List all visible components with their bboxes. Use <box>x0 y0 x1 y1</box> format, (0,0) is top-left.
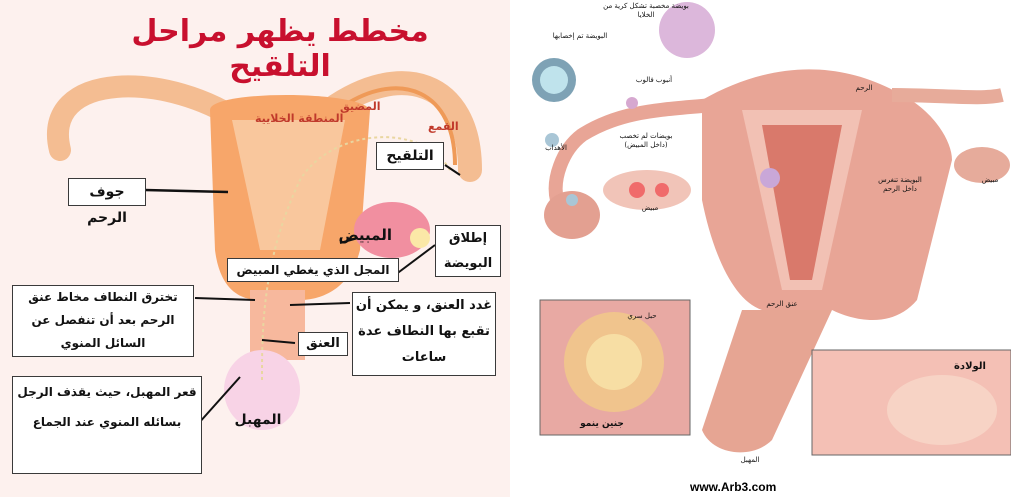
embryo-development-diagram: بويضة مخصبة تشكل كرية من الخلايا البويضة… <box>512 0 1011 497</box>
label-fallopian-tube: أنبوب فالوب <box>624 76 684 85</box>
label-uterus: الرحم <box>844 84 884 93</box>
label-vagina-right: المهبل <box>730 456 770 465</box>
label-embryo: جنين ينمو <box>574 420 630 429</box>
label-fimbriae: الأهداب <box>538 144 574 153</box>
label-ovary-right: مبيض <box>972 176 1008 185</box>
label-fertilized-egg: بويضة مخصبة تشكل كرية من الخلايا <box>596 2 696 20</box>
label-egg-fertilized-moment: البويضة تم إخصابها <box>550 32 610 41</box>
label-vagina: المهبل <box>228 412 288 428</box>
label-fertilization: التلقيح <box>376 142 444 170</box>
label-cervix-neck: عنق الرحم <box>760 300 804 309</box>
label-egg-release: إطلاق البويضة <box>435 225 501 277</box>
label-vagina-floor: قعر المهبل، حيث يقذف الرجل بسائله المنوي… <box>12 376 202 474</box>
label-unfertilized-eggs: بويضات لم تخصب (داخل المبيض) <box>614 132 678 150</box>
website-watermark: www.Arb3.com <box>690 480 776 494</box>
label-ampulla: القمع <box>428 120 459 133</box>
label-isthmus: المضيق <box>340 100 381 113</box>
label-birth: الولادة <box>950 362 990 371</box>
label-ovary-field: المجل الذي يغطي المبيض <box>227 258 399 282</box>
page-title: مخطط يظهر مراحل التلقيح <box>80 14 480 84</box>
label-sperm-penetrate: تخترق النطاف مخاط عنق الرحم بعد أن تنفصل… <box>12 285 194 357</box>
fertilization-stages-diagram: مخطط يظهر مراحل التلقيح المنطقة الخلايية… <box>0 0 510 497</box>
label-ovary-left: مبيض <box>632 204 668 213</box>
label-uterine-cavity: جوف الرحم <box>68 178 146 206</box>
label-cervix-glands: غدد العنق، و يمكن أن تقبع بها النطاف عدة… <box>352 292 496 376</box>
label-ovary: المبيض <box>332 226 392 244</box>
label-ampullary-region: المنطقة الخلايية <box>255 112 343 125</box>
label-implantation: البويضة تنغرس داخل الرحم <box>872 176 928 194</box>
label-umbilical-cord: حبل سري <box>620 312 664 321</box>
label-cervix: العنق <box>298 332 348 356</box>
